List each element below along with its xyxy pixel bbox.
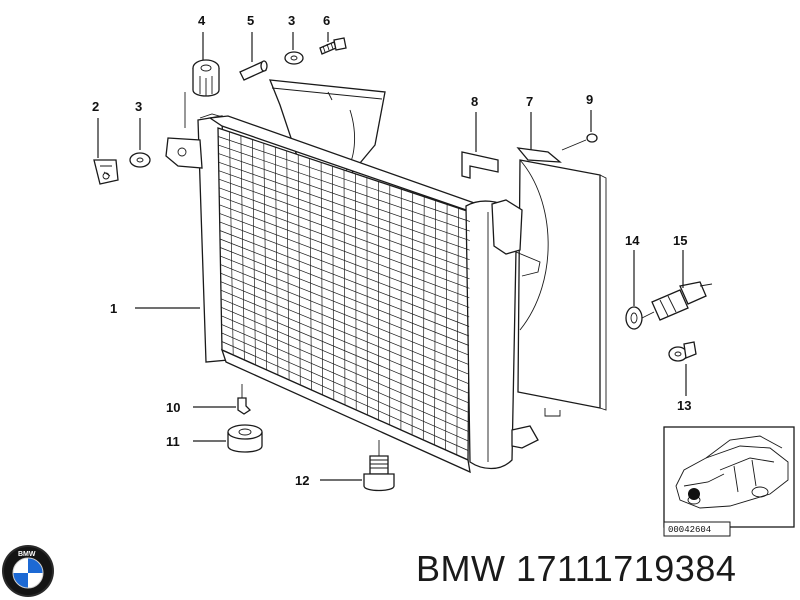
part-number-caption: BMW 17111719384: [416, 548, 737, 589]
seal-ring-part-14: [625, 306, 643, 330]
callout-2: 2: [92, 99, 99, 114]
callout-7: 7: [526, 94, 533, 109]
washer-part-3-left: [129, 152, 151, 168]
grommet-part-11: [227, 424, 263, 453]
bracket-part-8: [461, 151, 499, 179]
callout-13: 13: [677, 398, 691, 413]
callout-3-top: 3: [288, 13, 295, 28]
sleeve-part-5: [239, 60, 268, 81]
logo-lettering: BMW: [18, 551, 36, 558]
callout-1: 1: [110, 301, 117, 316]
callout-5: 5: [247, 13, 254, 28]
callout-8: 8: [471, 94, 478, 109]
bmw-logo: BMW: [2, 545, 54, 597]
washer-part-3-top: [284, 51, 304, 65]
plug-part-13: [668, 341, 697, 362]
callout-3-left: 3: [135, 99, 142, 114]
callout-14: 14: [625, 233, 640, 248]
fin-grid-lines: [218, 131, 471, 456]
callout-15: 15: [673, 233, 687, 248]
drain-plug-part-12: [363, 440, 395, 492]
screw-part-6: [319, 37, 347, 55]
rubber-mount-part-4: [184, 59, 220, 128]
clip-part-10: [237, 384, 252, 415]
clip-nut-part-2: [93, 159, 119, 185]
location-marker-dot: [688, 488, 700, 500]
callout-6: 6: [323, 13, 330, 28]
fan-shroud: [516, 147, 607, 417]
callout-11: 11: [166, 434, 180, 449]
callout-4: 4: [198, 13, 206, 28]
callout-numbers: 1 2 3 4 5 3 6 8 7 9 14 15 13 10 11 12: [92, 13, 691, 488]
radiator-core-fins: [218, 131, 471, 456]
callout-10: 10: [166, 400, 180, 415]
vehicle-inset: 00042604: [663, 426, 795, 537]
leader-lines: [97, 32, 687, 481]
screw-part-9: [561, 133, 598, 151]
temperature-switch-part-15: [641, 281, 713, 321]
callout-9: 9: [586, 92, 593, 107]
car-outline: [675, 435, 789, 509]
inset-reference-number: 00042604: [668, 525, 711, 535]
callout-12: 12: [295, 473, 309, 488]
